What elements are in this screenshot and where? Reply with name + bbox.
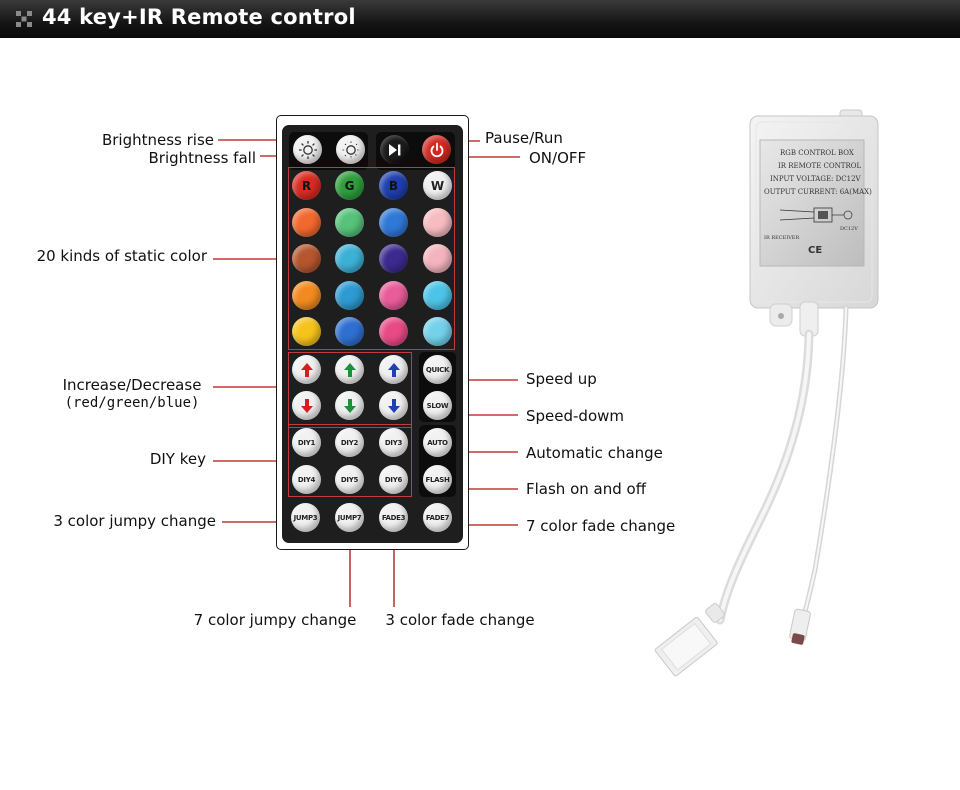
color-button-r4-c2[interactable] <box>335 281 364 310</box>
fade7-button[interactable]: FADE7 <box>423 503 452 532</box>
brightness-down-button[interactable] <box>336 135 365 164</box>
sun-bright-icon <box>298 140 317 159</box>
controller-line-3: INPUT VOLTAGE: DC12V <box>770 175 861 183</box>
label-7-color-jumpy: 7 color jumpy change <box>193 611 357 629</box>
controller-line-1: RGB CONTROL BOX <box>780 149 854 157</box>
color-button-r1-c3[interactable]: B <box>379 171 408 200</box>
title-bar: 44 key+IR Remote control <box>0 0 960 38</box>
power-icon <box>430 142 443 157</box>
controller-drawing <box>654 109 879 677</box>
label-diy-key: DIY key <box>149 450 206 468</box>
label-7-color-fade: 7 color fade change <box>526 517 676 535</box>
controller-line-4: OUTPUT CURRENT: 6A(MAX) <box>764 188 872 196</box>
label-increase-decrease-sub: (red/green/blue) <box>64 395 200 411</box>
grid-icon <box>16 11 32 27</box>
arrow-up-blue-icon <box>387 362 400 377</box>
color-button-r3-c1[interactable] <box>292 244 321 273</box>
controller-dc: DC12V <box>840 226 858 232</box>
green-up-button[interactable] <box>335 355 364 384</box>
fade3-button[interactable]: FADE3 <box>379 503 408 532</box>
slow-button[interactable]: SLOW <box>423 391 452 420</box>
brightness-up-button[interactable] <box>293 135 322 164</box>
arrow-up-green-icon <box>343 362 356 377</box>
blue-up-button[interactable] <box>379 355 408 384</box>
power-button[interactable] <box>422 135 451 164</box>
color-button-r5-c2[interactable] <box>335 317 364 346</box>
blue-down-button[interactable] <box>379 391 408 420</box>
red-up-button[interactable] <box>292 355 321 384</box>
color-button-r4-c1[interactable] <box>292 281 321 310</box>
label-3-color-jumpy: 3 color jumpy change <box>53 512 216 530</box>
color-button-r2-c1[interactable] <box>292 208 321 237</box>
diy2-button[interactable]: DIY2 <box>335 428 364 457</box>
color-button-r3-c4[interactable] <box>423 244 452 273</box>
diy4-button[interactable]: DIY4 <box>292 465 321 494</box>
color-button-r1-c1[interactable]: R <box>292 171 321 200</box>
arrow-up-red-icon <box>300 362 313 377</box>
label-3-color-fade: 3 color fade change <box>385 611 535 629</box>
arrow-down-blue-icon <box>387 398 400 413</box>
label-pause-run: Pause/Run <box>485 129 563 147</box>
play-pause-icon <box>388 143 400 156</box>
rgb-adjust-group <box>288 352 412 428</box>
label-brightness-rise: Brightness rise <box>101 131 214 149</box>
color-button-r2-c2[interactable] <box>335 208 364 237</box>
auto-button[interactable]: AUTO <box>423 428 452 457</box>
color-button-r1-c4[interactable]: W <box>423 171 452 200</box>
green-down-button[interactable] <box>335 391 364 420</box>
color-button-r4-c4[interactable] <box>423 281 452 310</box>
quick-button[interactable]: QUICK <box>423 355 452 384</box>
jump3-button[interactable]: JUMP3 <box>291 503 320 532</box>
arrow-down-green-icon <box>343 398 356 413</box>
page-title: 44 key+IR Remote control <box>42 5 356 29</box>
diy3-button[interactable]: DIY3 <box>379 428 408 457</box>
controller-line-2: IR REMOTE CONTROL <box>778 162 862 170</box>
red-down-button[interactable] <box>292 391 321 420</box>
ce-mark: CE <box>808 245 823 256</box>
label-on-off: ON/OFF <box>529 149 587 167</box>
color-button-r2-c4[interactable] <box>423 208 452 237</box>
label-flash: Flash on and off <box>526 480 647 498</box>
label-increase-decrease: Increase/Decrease <box>62 376 202 394</box>
diy6-button[interactable]: DIY6 <box>379 465 408 494</box>
flash-button[interactable]: FLASH <box>423 465 452 494</box>
color-button-r5-c4[interactable] <box>423 317 452 346</box>
rgb-controller-box: RGB CONTROL BOX IR REMOTE CONTROL INPUT … <box>640 100 940 700</box>
color-button-r4-c3[interactable] <box>379 281 408 310</box>
static-color-group <box>288 167 455 350</box>
label-static-color: 20 kinds of static color <box>36 247 207 265</box>
label-automatic-change: Automatic change <box>526 444 663 462</box>
color-button-r2-c3[interactable] <box>379 208 408 237</box>
diy1-button[interactable]: DIY1 <box>292 428 321 457</box>
sun-dim-icon <box>342 141 359 158</box>
label-brightness-fall: Brightness fall <box>148 149 256 167</box>
label-speed-up: Speed up <box>526 370 597 388</box>
diy-group <box>288 424 412 497</box>
jump7-button[interactable]: JUMP7 <box>335 503 364 532</box>
color-button-r3-c3[interactable] <box>379 244 408 273</box>
label-speed-down: Speed-dowm <box>526 407 625 425</box>
color-button-r5-c3[interactable] <box>379 317 408 346</box>
diy5-button[interactable]: DIY5 <box>335 465 364 494</box>
pause-run-button[interactable] <box>380 135 409 164</box>
color-button-r1-c2[interactable]: G <box>335 171 364 200</box>
color-button-r3-c2[interactable] <box>335 244 364 273</box>
color-button-r5-c1[interactable] <box>292 317 321 346</box>
controller-ir-receiver: IR RECEIVER <box>764 235 800 241</box>
arrow-down-red-icon <box>300 398 313 413</box>
